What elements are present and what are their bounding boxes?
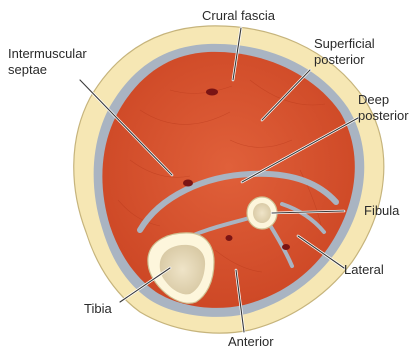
label-intermuscular-septae-2: septae bbox=[8, 62, 47, 77]
label-superficial-posterior-2: posterior bbox=[314, 52, 365, 67]
label-fibula: Fibula bbox=[364, 203, 400, 218]
label-anterior: Anterior bbox=[228, 334, 274, 349]
vessel-peroneal bbox=[282, 244, 290, 250]
label-crural-fascia: Crural fascia bbox=[202, 8, 276, 23]
label-superficial-posterior-1: Superficial bbox=[314, 36, 375, 51]
label-deep-posterior-2: posterior bbox=[358, 108, 409, 123]
label-tibia: Tibia bbox=[84, 301, 112, 316]
vessel-anterior-tibial bbox=[226, 235, 233, 241]
vessel-superficial bbox=[206, 89, 218, 96]
label-intermuscular-septae-1: Intermuscular bbox=[8, 46, 87, 61]
vessel-posterior-tibial bbox=[183, 180, 193, 187]
label-lateral: Lateral bbox=[344, 262, 384, 277]
label-deep-posterior-1: Deep bbox=[358, 92, 389, 107]
